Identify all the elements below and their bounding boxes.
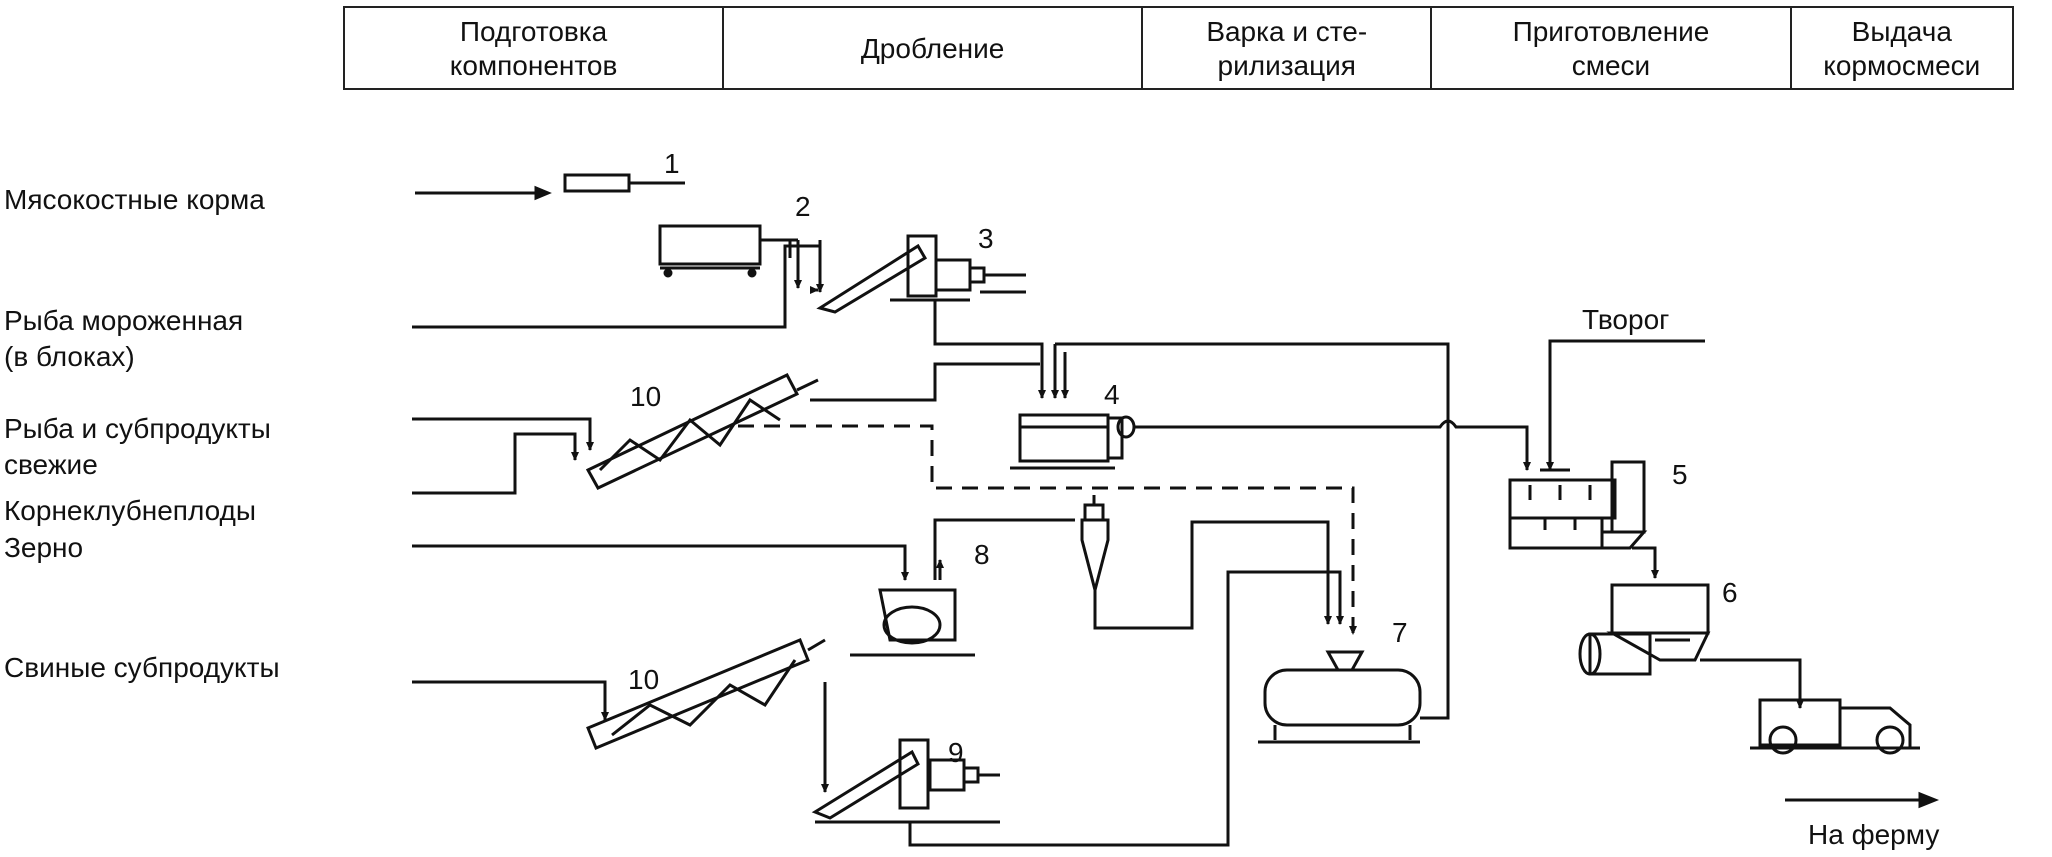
label-7: 7 [1392,617,1408,648]
equipment-2 [658,224,762,266]
arrowhead [534,185,552,201]
input-meat-bone: Мясокостные корма [4,184,265,215]
label-3: 3 [978,223,994,254]
stage-cooking: Варка и сте- рилизация [1143,8,1433,88]
equipment-6 [1610,583,1710,635]
equipment-7 [1263,668,1422,727]
label-10-lower: 10 [628,664,660,695]
output-to-farm: На ферму [1808,819,1940,850]
label-6: 6 [1722,577,1738,608]
input-fresh-fish: Рыба и субпродукты свежие [4,413,271,480]
label-5: 5 [1672,459,1688,490]
cyclone [1080,518,1110,596]
equipment-1 [563,173,631,193]
equipment-4 [1018,413,1110,463]
stage-crushing: Дробление [724,8,1144,88]
stage-preparation: Подготовка компонентов [345,8,725,88]
label-9: 9 [948,737,964,768]
stage-delivery: Выдача кормосмеси [1823,16,1981,81]
label-10-upper: 10 [630,381,662,412]
equipment-3 [816,243,928,314]
input-grain: Зерно [4,532,84,563]
input-pig-offal: Свиные субпродукты [4,652,280,683]
stage-mixing: Приготовление смеси [1432,8,1792,88]
input-frozen-fish: Рыба мороженная (в блоках) [4,305,244,372]
input-roots: Корнеклубнеплоды [4,495,257,526]
label-4: 4 [1104,379,1120,410]
label-8: 8 [974,539,990,570]
equipment-9 [811,749,920,820]
input-cottage-cheese: Творог [1582,304,1670,335]
equipment-10-lower [586,638,810,750]
label-1: 1 [664,148,680,179]
equipment-10-upper [585,373,800,490]
equipment-8 [878,588,957,642]
stage-header-table: Подготовка компонентов Дробление Варка и… [343,6,2014,90]
equipment-5 [1508,478,1617,520]
label-2: 2 [795,191,811,222]
